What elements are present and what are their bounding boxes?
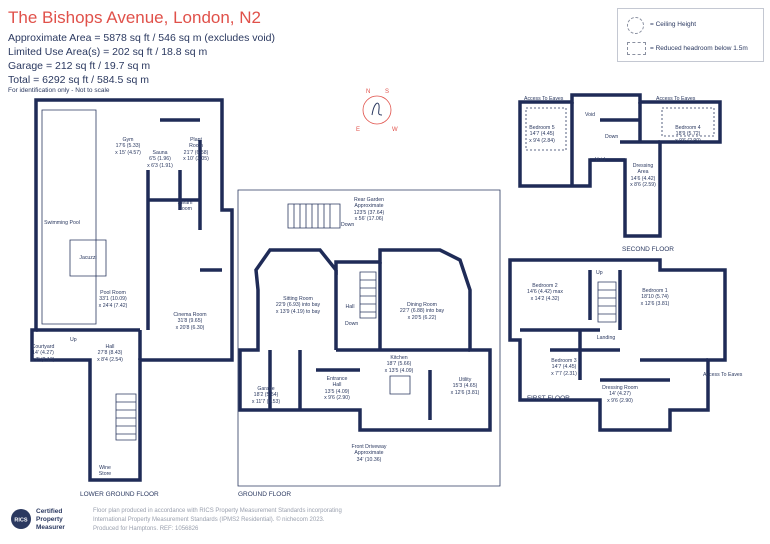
headroom-dashed bbox=[525, 107, 715, 151]
label-jacuzzi: Jacuzzi bbox=[79, 255, 97, 261]
second-floor-inner-walls bbox=[570, 102, 660, 186]
label-swimming-pool: Swimming Pool bbox=[44, 220, 80, 226]
label-ground-hall: Hall bbox=[345, 304, 355, 310]
kitchen-island bbox=[389, 375, 411, 395]
reduced-headroom-label: = Reduced headroom below 1.5m bbox=[650, 45, 748, 52]
label-landing: Landing bbox=[596, 335, 616, 341]
footer-line-3: Produced for Hamptons. REF: 1056826 bbox=[93, 526, 199, 532]
lower-stairs bbox=[115, 393, 137, 441]
floor-title-first: FIRST FLOOR bbox=[527, 395, 570, 402]
floor-title-lower-ground: LOWER GROUND FLOOR bbox=[80, 491, 159, 498]
ground-outline bbox=[238, 248, 492, 432]
lower-ground-inner-walls bbox=[36, 118, 222, 360]
legend-box: = Ceiling Height = Reduced headroom belo… bbox=[617, 8, 764, 62]
footer-disclaimer: Floor plan produced in accordance with R… bbox=[93, 507, 342, 534]
floor-title-ground: GROUND FLOOR bbox=[238, 491, 292, 498]
rics-logo-text: RICS bbox=[14, 518, 27, 524]
down-ground-hall: Down bbox=[345, 321, 359, 327]
down-second-floor: Down bbox=[605, 134, 619, 140]
up-first-floor: Up bbox=[596, 270, 603, 276]
rics-label-3: Measurer bbox=[36, 524, 65, 531]
hall-stairs bbox=[359, 271, 377, 319]
up-lower-ground: Up bbox=[70, 337, 77, 343]
area-total: Total = 6292 sq ft / 584.5 sq m bbox=[8, 74, 149, 86]
rics-certified-badge: RICS Certified Property Measurer bbox=[8, 505, 86, 537]
first-floor-inner-walls bbox=[520, 270, 708, 382]
eaves-access-first: Access To Eaves bbox=[703, 372, 743, 378]
identification-note: For identification only - Not to scale bbox=[8, 87, 110, 94]
ground-inner-walls bbox=[268, 262, 470, 420]
ceiling-height-label: = Ceiling Height bbox=[650, 21, 697, 28]
area-limited: Limited Use Area(s) = 202 sq ft / 18.8 s… bbox=[8, 46, 208, 58]
footer-line-2: International Property Measurement Stand… bbox=[93, 517, 325, 523]
compass-e: E bbox=[356, 127, 360, 133]
eaves-access-left: Access To Eaves bbox=[524, 96, 564, 102]
compass-n: N bbox=[366, 89, 370, 95]
pool-inner bbox=[41, 109, 97, 325]
footer-line-1: Floor plan produced in accordance with R… bbox=[93, 508, 342, 514]
compass-w: W bbox=[392, 127, 398, 133]
rear-garden-boundary bbox=[237, 189, 501, 487]
rics-label-1: Certified bbox=[36, 508, 63, 515]
area-approx: Approximate Area = 5878 sq ft / 546 sq m… bbox=[8, 32, 276, 44]
label-void-1: Void bbox=[584, 112, 596, 118]
property-title: The Bishops Avenue, London, N2 bbox=[8, 8, 261, 27]
reduced-headroom-icon bbox=[627, 42, 646, 55]
staircase-rear bbox=[287, 203, 341, 229]
first-floor-outline bbox=[508, 258, 727, 432]
down-rear-garden: Down bbox=[341, 222, 355, 228]
area-garage: Garage = 212 sq ft / 19.7 sq m bbox=[8, 60, 151, 72]
label-void-2: Void bbox=[594, 157, 606, 163]
landing-stairs bbox=[597, 281, 617, 323]
ceiling-height-icon bbox=[627, 17, 644, 34]
compass-logo-icon: N S E W bbox=[356, 89, 398, 133]
floor-title-second: SECOND FLOOR bbox=[622, 246, 675, 253]
rics-logo-icon: RICS bbox=[11, 509, 31, 529]
compass-s: S bbox=[385, 89, 389, 95]
jacuzzi-rect bbox=[69, 239, 107, 277]
eaves-access-right: Access To Eaves bbox=[656, 96, 696, 102]
second-floor-outline bbox=[518, 93, 722, 238]
lower-ground-outline bbox=[30, 98, 234, 482]
rics-label-2: Property bbox=[36, 516, 63, 523]
